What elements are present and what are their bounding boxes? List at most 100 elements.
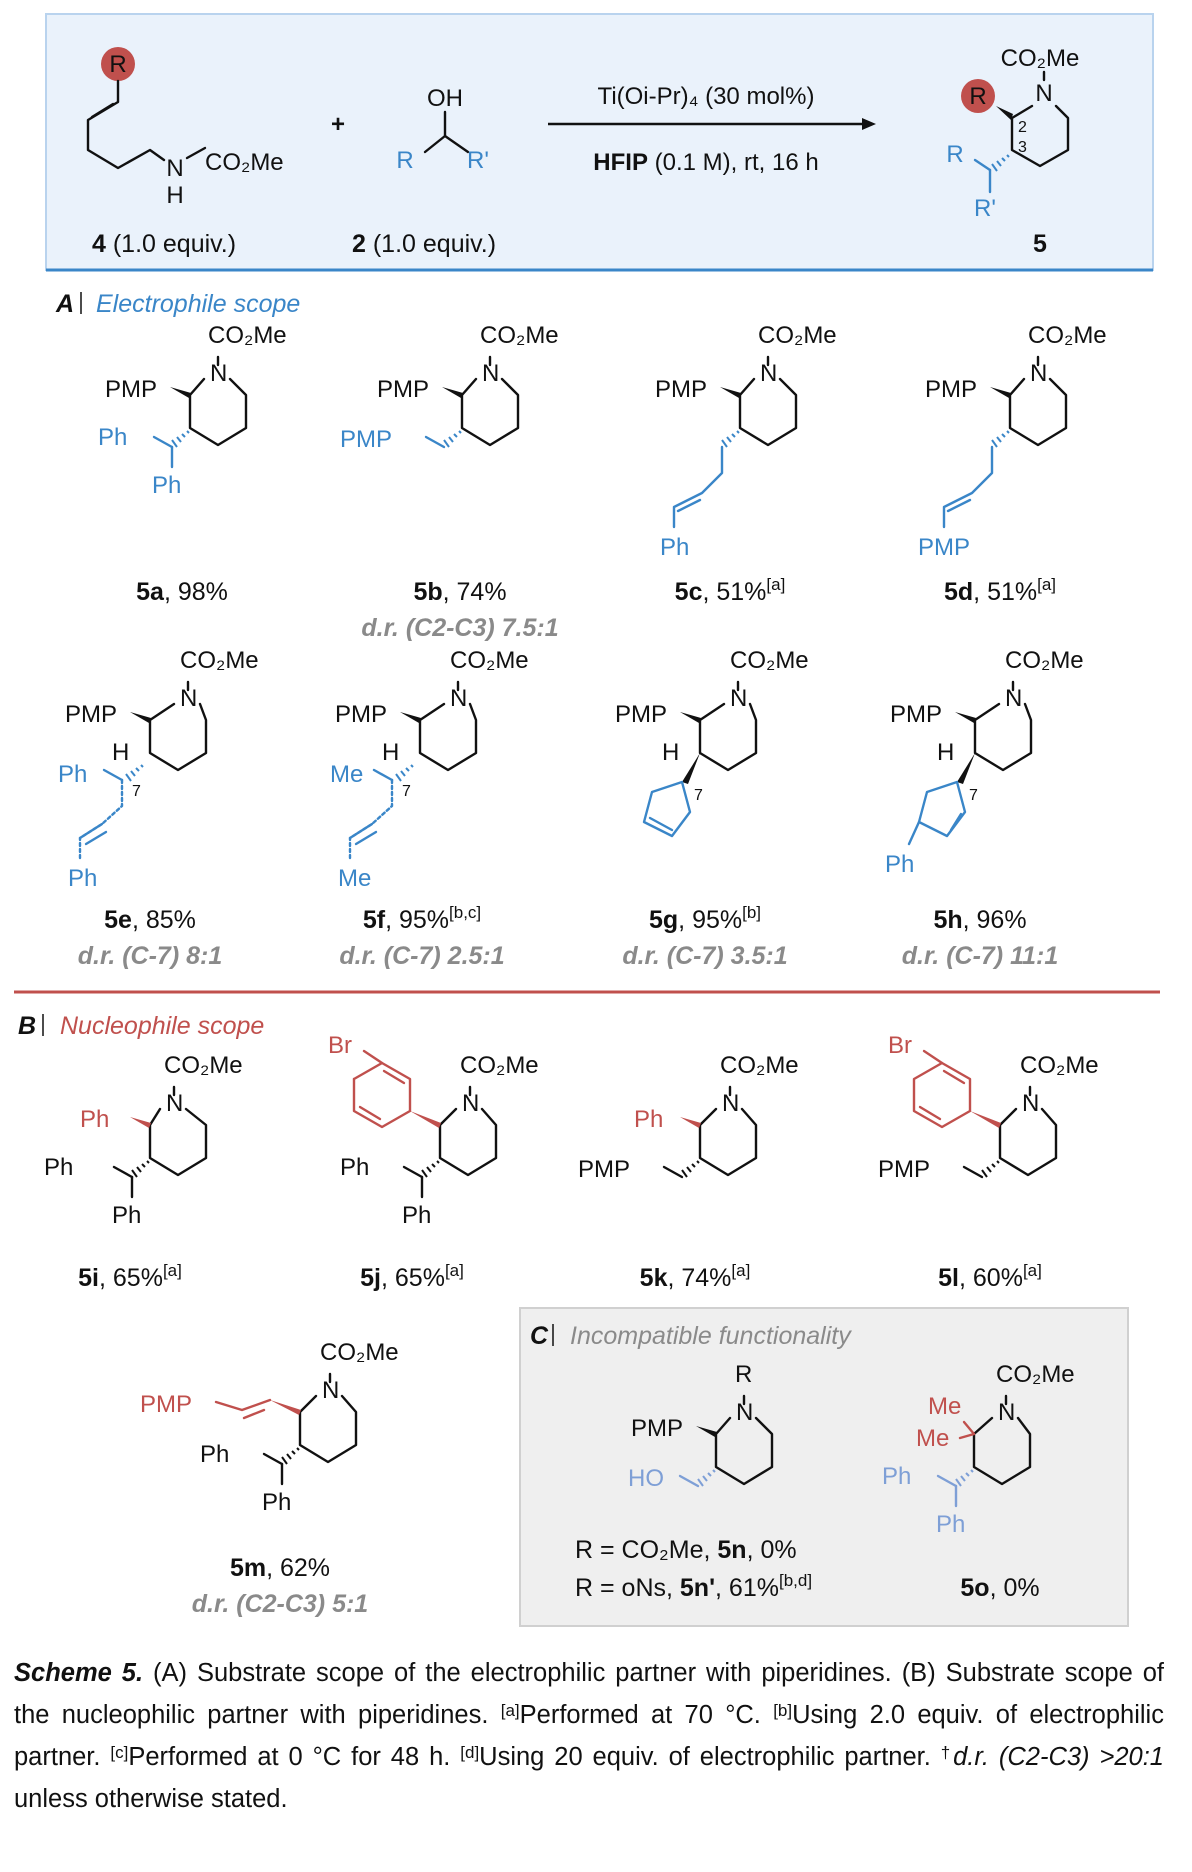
compound-5j-structure: CO₂Me N Br Ph Ph xyxy=(328,1032,539,1229)
pmp-label: PMP xyxy=(878,1156,930,1183)
n-label: N xyxy=(1030,360,1047,387)
section-a-letter: A xyxy=(55,290,74,318)
ph-label: Ph xyxy=(882,1463,911,1490)
compound-5h-dr: d.r. (C-7) 11:1 xyxy=(902,942,1059,970)
compound-5l-structure: CO₂Me N Br PMP xyxy=(878,1032,1099,1183)
condition-catalyst: Ti(Oi-Pr)₄ (30 mol%) xyxy=(598,83,815,110)
product-rprime: R' xyxy=(974,195,996,222)
c7-label: 7 xyxy=(132,783,141,800)
compound-5h-label: 5h, 96% xyxy=(933,906,1026,934)
compound-5e-dr: d.r. (C-7) 8:1 xyxy=(78,942,222,970)
compound-5b-label: 5b, 74% xyxy=(413,578,506,606)
compound-5k-structure: CO₂Me N Ph PMP xyxy=(578,1052,799,1183)
compound-5c-label: 5c, 51%[a] xyxy=(675,575,786,606)
me-label: Me xyxy=(916,1425,949,1452)
pmp-label: PMP xyxy=(578,1156,630,1183)
pmp-label: PMP xyxy=(105,376,157,403)
pmp-label: PMP xyxy=(140,1391,192,1418)
h-label: H xyxy=(662,739,679,766)
ho-label: HO xyxy=(628,1465,664,1492)
pmp-label: PMP xyxy=(925,376,977,403)
ph-label: Ph xyxy=(112,1202,141,1229)
compound-5d-structure: CO₂Me N PMP PMP xyxy=(918,322,1107,561)
section-c-title: Incompatible functionality xyxy=(570,1322,852,1350)
n-label: N xyxy=(210,360,227,387)
h-label: H xyxy=(937,739,954,766)
ph-label: Ph xyxy=(340,1154,369,1181)
caption-dr-note: d.r. (C2-C3) >20:1 xyxy=(953,1743,1164,1771)
footnote-c-text: Performed at 0 °C for 48 h. xyxy=(128,1743,451,1771)
pmp-label: PMP xyxy=(890,701,942,728)
product-n: N xyxy=(1035,80,1052,107)
n-label: N xyxy=(450,685,467,712)
pmp-label: PMP xyxy=(65,701,117,728)
ph-label: Ph xyxy=(660,534,689,561)
reagent-2-structure: OH R R' xyxy=(396,85,489,174)
n-label: N xyxy=(760,360,777,387)
compound-5g-dr: d.r. (C-7) 3.5:1 xyxy=(622,942,787,970)
compound-5i-label: 5i, 65%[a] xyxy=(78,1261,182,1292)
caption-ab-text: (A) Substrate scope of the electrophilic… xyxy=(14,1659,1165,1729)
co2me-label: CO₂Me xyxy=(320,1339,399,1366)
ph-label: Ph xyxy=(200,1441,229,1468)
co2me-label: CO₂Me xyxy=(180,647,259,674)
me-label: Me xyxy=(330,761,363,788)
ph-label: Ph xyxy=(80,1106,109,1133)
compound-5f-dr: d.r. (C-7) 2.5:1 xyxy=(339,942,504,970)
plus-sign: + xyxy=(331,111,345,138)
c7-label: 7 xyxy=(402,783,411,800)
me-label: Me xyxy=(338,865,371,892)
product-co2me: CO₂Me xyxy=(1001,45,1080,72)
n-label: N xyxy=(462,1090,479,1117)
ph-label: Ph xyxy=(58,761,87,788)
h-label: H xyxy=(112,739,129,766)
co2me-label: CO₂Me xyxy=(758,322,837,349)
pmp-label: PMP xyxy=(340,426,392,453)
c7-label: 7 xyxy=(969,787,978,804)
compound-5c-structure: CO₂Me N PMP Ph xyxy=(655,322,837,561)
product-pos-2: 2 xyxy=(1018,119,1027,136)
co2me-label: CO₂Me xyxy=(480,322,559,349)
arrow-head xyxy=(862,118,876,130)
reagent4-n: N xyxy=(166,155,183,182)
compound-5d-label: 5d, 51%[a] xyxy=(944,575,1056,606)
footnote-b-text: Using 2.0 equiv. of electrophilic partne… xyxy=(14,1701,1164,1771)
compound-5b-dr: d.r. (C2-C3) 7.5:1 xyxy=(361,614,558,642)
product-5-structure: CO₂Me N R 2 3 R R' xyxy=(946,45,1079,222)
co2me-label: CO₂Me xyxy=(164,1052,243,1079)
caption-tail: unless otherwise stated. xyxy=(14,1785,288,1813)
alcohol-rprime: R' xyxy=(467,147,489,174)
co2me-label: CO₂Me xyxy=(730,647,809,674)
ph-label: Ph xyxy=(68,865,97,892)
me-label: Me xyxy=(928,1393,961,1420)
compound-5b-structure: CO₂Me N PMP PMP xyxy=(340,322,559,453)
compound-5e-structure: CO₂Me N PMP H Ph 7 Ph xyxy=(58,647,259,892)
reagent-4-structure: R N H CO₂Me xyxy=(86,47,284,209)
n-label: N xyxy=(736,1399,753,1426)
reagent2-caption: 2 (1.0 equiv.) xyxy=(352,230,496,258)
reagent4-caption: 4 (1.0 equiv.) xyxy=(92,230,236,258)
br-label: Br xyxy=(328,1032,352,1059)
ph-label: Ph xyxy=(262,1489,291,1516)
n-label: N xyxy=(998,1399,1015,1426)
reagent4-co2me: CO₂Me xyxy=(205,149,284,176)
compound-5a-label: 5a, 98% xyxy=(136,578,228,606)
compound-5j-label: 5j, 65%[a] xyxy=(360,1261,464,1292)
reagent4-number: 4 xyxy=(92,230,106,258)
compound-5e-label: 5e, 85% xyxy=(104,906,196,934)
reagent2-equiv: (1.0 equiv.) xyxy=(373,230,496,258)
compound-5h-structure: CO₂Me N PMP H Ph 7 xyxy=(885,647,1084,878)
pmp-label: PMP xyxy=(655,376,707,403)
n-label: N xyxy=(730,685,747,712)
scheme-caption: Scheme 5. (A) Substrate scope of the ele… xyxy=(14,1652,1164,1820)
compound-5l-label: 5l, 60%[a] xyxy=(938,1261,1042,1292)
product-pos-3: 3 xyxy=(1018,139,1027,156)
n-label: N xyxy=(180,685,197,712)
pmp-label: PMP xyxy=(377,376,429,403)
section-b-letter: B xyxy=(18,1012,36,1040)
compound-5m-dr: d.r. (C2-C3) 5:1 xyxy=(192,1590,368,1618)
compound-5n-line2: R = oNs, 5n', 61%[b,d] xyxy=(575,1571,812,1602)
compound-5f-structure: CO₂Me N PMP H Me 7 Me xyxy=(330,647,529,892)
section-c-header: C Incompatible functionality xyxy=(530,1322,852,1350)
